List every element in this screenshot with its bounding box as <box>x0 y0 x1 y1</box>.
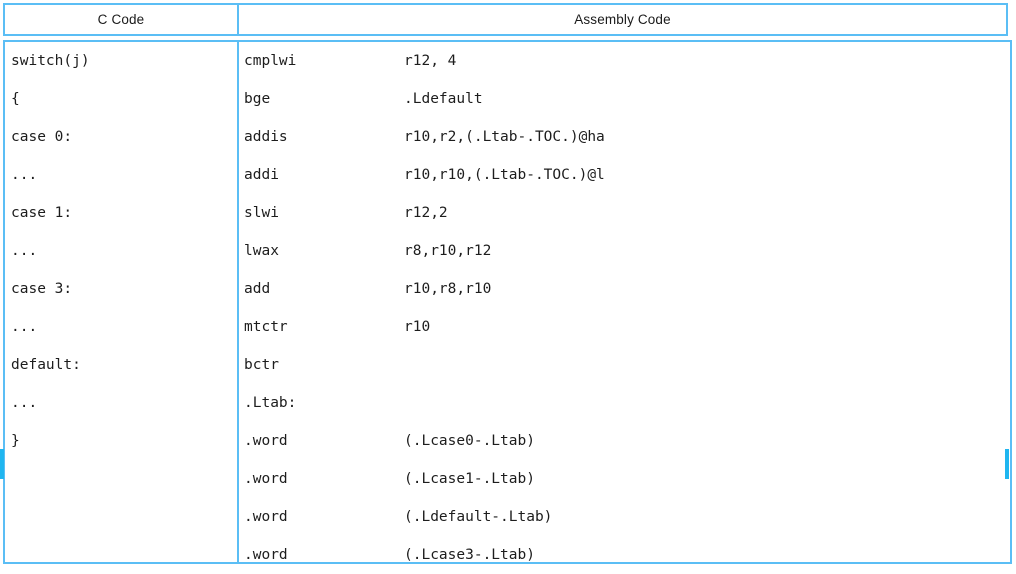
c-code-line: ... <box>11 167 38 183</box>
assembly-operand: (.Lcase1-.Ltab) <box>404 471 535 487</box>
assembly-code-column: cmplwi r12, 4 bge .Ldefault addis r10,r2,(.Lt… <box>239 42 1010 563</box>
assembly-operand: r10,r2,(.Ltab-.TOC.)@ha <box>404 129 605 145</box>
assembly-mnemonic: bge <box>244 91 271 107</box>
c-code-line: default: <box>11 357 81 373</box>
assembly-line: addi r10,r10,(.Ltab-.TOC.)@l <box>239 156 1010 194</box>
c-code-column: switch(j) { case 0:... case 1:... case 3:...… <box>5 42 239 562</box>
assembly-operand: (.Lcase3-.Ltab) <box>404 547 535 563</box>
assembly-line: .word (.Lcase0-.Ltab) <box>239 422 1010 460</box>
assembly-line: .word (.Ldefault-.Ltab) <box>239 498 1010 536</box>
assembly-mnemonic: .Ltab: <box>244 395 297 411</box>
assembly-mnemonic: .word <box>244 547 288 563</box>
assembly-mnemonic: add <box>244 281 271 297</box>
assembly-mnemonic: .word <box>244 433 288 449</box>
table-body: switch(j) { case 0:... case 1:... case 3:...… <box>3 40 1012 564</box>
column-header-assembly-code: Assembly Code <box>574 12 671 27</box>
assembly-mnemonic: bctr <box>244 357 279 373</box>
assembly-operand: r10 <box>404 319 431 335</box>
assembly-line: lwax r8,r10,r12 <box>239 232 1010 270</box>
assembly-mnemonic: .word <box>244 471 288 487</box>
assembly-operand: r8,r10,r12 <box>404 243 492 259</box>
c-code-line: ... <box>11 243 38 259</box>
assembly-line: mtctr r10 <box>239 308 1010 346</box>
assembly-line: add r10,r8,r10 <box>239 270 1010 308</box>
scroll-indicator-left[interactable] <box>0 449 4 479</box>
assembly-mnemonic: .word <box>244 509 288 525</box>
assembly-operand: r12, 4 <box>404 53 457 69</box>
assembly-operand: r10,r8,r10 <box>404 281 492 297</box>
c-code-line: { <box>11 91 20 107</box>
c-code-line: case 1: <box>11 205 73 221</box>
assembly-line: .word (.Lcase1-.Ltab) <box>239 460 1010 498</box>
assembly-operand: .Ldefault <box>404 91 483 107</box>
assembly-line: cmplwi r12, 4 <box>239 42 1010 80</box>
assembly-mnemonic: cmplwi <box>244 53 297 69</box>
assembly-line: .Ltab: <box>239 384 1010 422</box>
assembly-operand: (.Ldefault-.Ltab) <box>404 509 553 525</box>
assembly-line: bctr <box>239 346 1010 384</box>
table-header: C Code Assembly Code <box>3 3 1008 36</box>
assembly-operand: r12,2 <box>404 205 448 221</box>
c-code-line: } <box>11 433 20 449</box>
assembly-line: addis r10,r2,(.Ltab-.TOC.)@ha <box>239 118 1010 156</box>
assembly-mnemonic: addi <box>244 167 279 183</box>
scroll-indicator-right[interactable] <box>1005 449 1009 479</box>
column-header-c-code: C Code <box>5 5 239 34</box>
c-code-line: ... <box>11 319 38 335</box>
assembly-line: slwi r12,2 <box>239 194 1010 232</box>
assembly-mnemonic: slwi <box>244 205 279 221</box>
assembly-mnemonic: mtctr <box>244 319 288 335</box>
assembly-line: bge .Ldefault <box>239 80 1010 118</box>
assembly-mnemonic: addis <box>244 129 288 145</box>
assembly-operand: (.Lcase0-.Ltab) <box>404 433 535 449</box>
assembly-operand: r10,r10,(.Ltab-.TOC.)@l <box>404 167 605 183</box>
c-code-line: switch(j) <box>11 53 90 69</box>
c-code-line: ... <box>11 395 38 411</box>
c-code-line: case 0: <box>11 129 73 145</box>
assembly-line: .word (.Lcase3-.Ltab) <box>239 536 1010 574</box>
c-code-line: case 3: <box>11 281 73 297</box>
assembly-mnemonic: lwax <box>244 243 279 259</box>
